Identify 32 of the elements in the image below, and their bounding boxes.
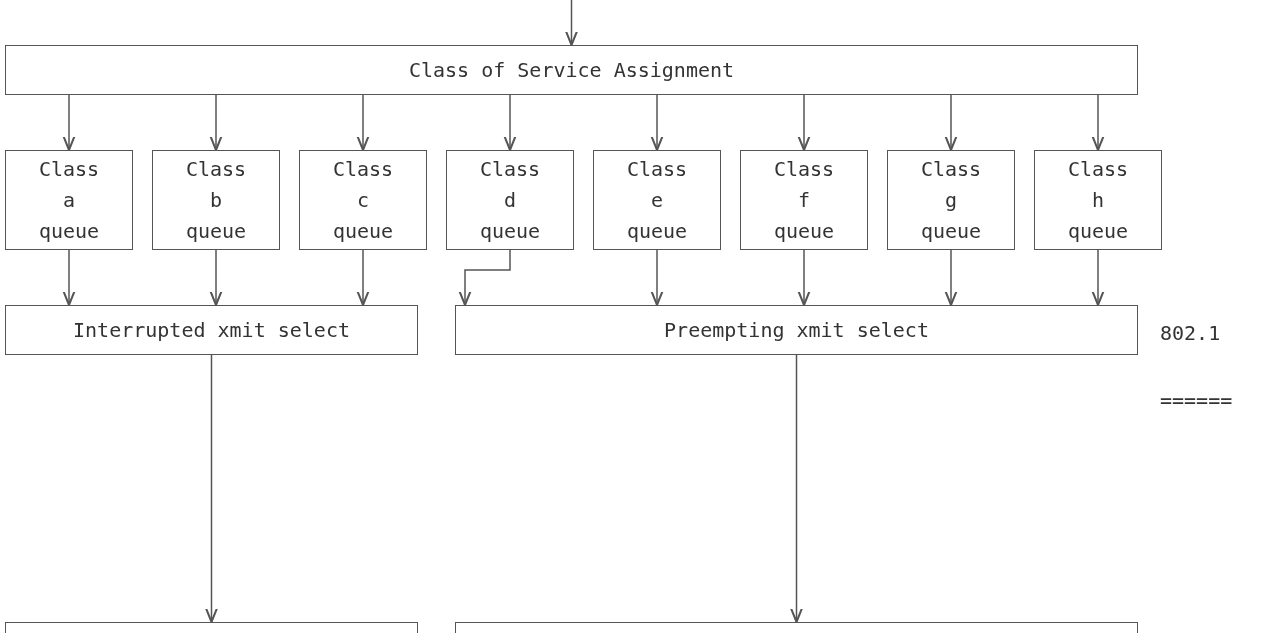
arrow: [503, 94, 517, 151]
arrow: [458, 249, 511, 306]
arrow: [209, 249, 223, 306]
arrow: [790, 354, 803, 623]
process-box: Class b queue: [152, 150, 280, 250]
process-box: Class a queue: [5, 150, 133, 250]
arrow: [650, 249, 664, 306]
arrow: [944, 249, 958, 306]
process-box: Class of Service Assignment: [5, 45, 1138, 95]
side-label: ======: [1160, 387, 1233, 414]
process-box: Class c queue: [299, 150, 427, 250]
arrow: [356, 94, 370, 151]
arrow: [205, 354, 218, 623]
arrow: [209, 94, 223, 151]
arrow: [62, 94, 76, 151]
arrow: [565, 0, 578, 46]
arrow: [797, 94, 811, 151]
arrow: [356, 249, 370, 306]
arrow: [62, 249, 76, 306]
arrow: [1091, 249, 1105, 306]
process-box: Class d queue: [446, 150, 574, 250]
process-box: Interrupted xmit select: [5, 305, 418, 355]
process-box: Class e queue: [593, 150, 721, 250]
arrow: [1091, 94, 1105, 151]
process-box: Class f queue: [740, 150, 868, 250]
arrow: [797, 249, 811, 306]
side-label: 802.1: [1160, 320, 1221, 347]
arrow: [650, 94, 664, 151]
process-box: Class h queue: [1034, 150, 1162, 250]
process-box: Preempting xmit select: [455, 305, 1138, 355]
process-box: Class g queue: [887, 150, 1015, 250]
arrow: [944, 94, 958, 151]
